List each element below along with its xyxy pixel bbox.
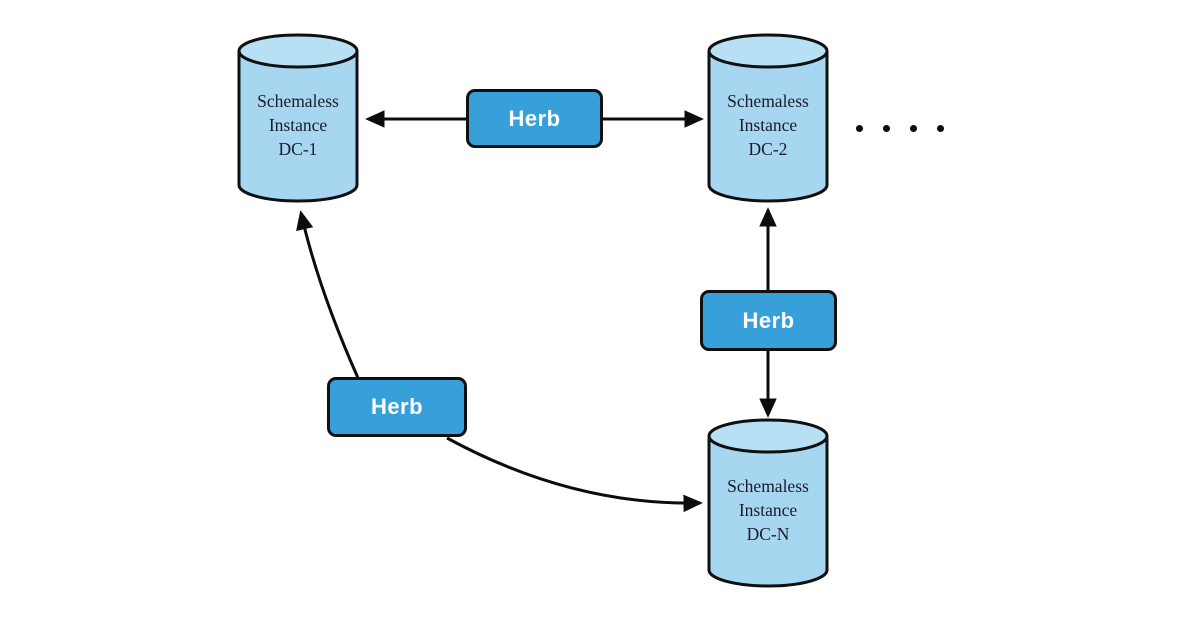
dot-icon [856,125,863,132]
node-label-line: Schemaless [727,476,809,496]
database-cylinder-icon [237,33,359,203]
node-label-line: Instance [738,115,798,135]
herb-box-1[interactable]: Herb [466,89,603,148]
herb-box-1-label: Herb [508,105,561,131]
node-dc1[interactable]: Schemaless Instance DC-1 [236,33,360,205]
node-label-line: DC-N [746,524,790,544]
herb-box-2[interactable]: Herb [700,290,837,351]
arrow-herb3-to-dcn [446,436,703,513]
node-dc1-label: Schemaless Instance DC-1 [236,89,360,161]
ellipsis-dots [856,125,944,132]
node-label-line: DC-1 [278,139,318,159]
herb-box-3-label: Herb [370,394,424,419]
node-label-line: Schemaless [257,91,339,111]
arrow-herb3-to-dc1 [296,210,360,379]
node-label-line: Schemaless [727,91,809,111]
node-label-line: Instance [268,115,328,135]
herb-box-3[interactable]: Herb [327,377,467,437]
dot-icon [937,125,944,132]
node-dc2-label: Schemaless Instance DC-2 [706,89,830,161]
node-label-line: DC-2 [748,139,788,159]
database-cylinder-icon [707,418,829,588]
node-dcn-label: Schemaless Instance DC-N [706,474,830,546]
database-cylinder-icon [707,33,829,203]
dot-icon [910,125,917,132]
node-dc2[interactable]: Schemaless Instance DC-2 [706,33,830,205]
herb-box-2-label: Herb [742,307,795,333]
dot-icon [883,125,890,132]
node-dcn[interactable]: Schemaless Instance DC-N [706,418,830,590]
node-label-line: Instance [738,500,798,520]
